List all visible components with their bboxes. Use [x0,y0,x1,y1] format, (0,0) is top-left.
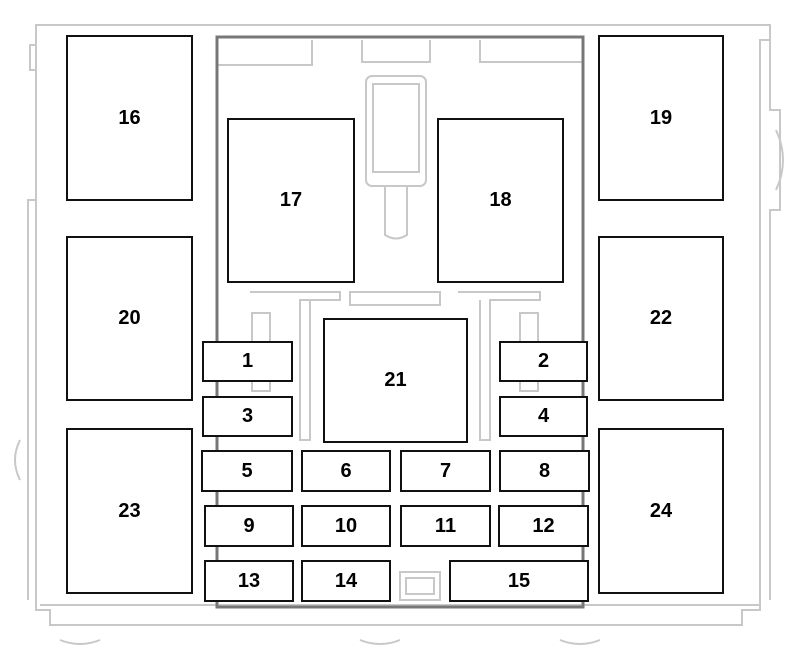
relay-24: 24 [598,428,724,594]
relay-22: 22 [598,236,724,401]
fuse-10: 10 [301,505,391,547]
fuse-3: 3 [202,396,293,437]
relay-16: 16 [66,35,193,201]
relay-17: 17 [227,118,355,283]
fuse-1: 1 [202,341,293,382]
fuse-6: 6 [301,450,391,492]
fuse-8: 8 [499,450,590,492]
fuse-7: 7 [400,450,491,492]
fuse-11: 11 [400,505,491,547]
relay-21: 21 [323,318,468,443]
fuse-12: 12 [498,505,589,547]
fuse-13: 13 [204,560,294,602]
fuse-5: 5 [201,450,293,492]
relay-19: 19 [598,35,724,201]
fuse-4: 4 [499,396,588,437]
fuse-15: 15 [449,560,589,602]
relay-18: 18 [437,118,564,283]
fuse-9: 9 [204,505,294,547]
relay-23: 23 [66,428,193,594]
inner-frame [215,35,585,609]
fuse-14: 14 [301,560,391,602]
relay-20: 20 [66,236,193,401]
fuse-2: 2 [499,341,588,382]
